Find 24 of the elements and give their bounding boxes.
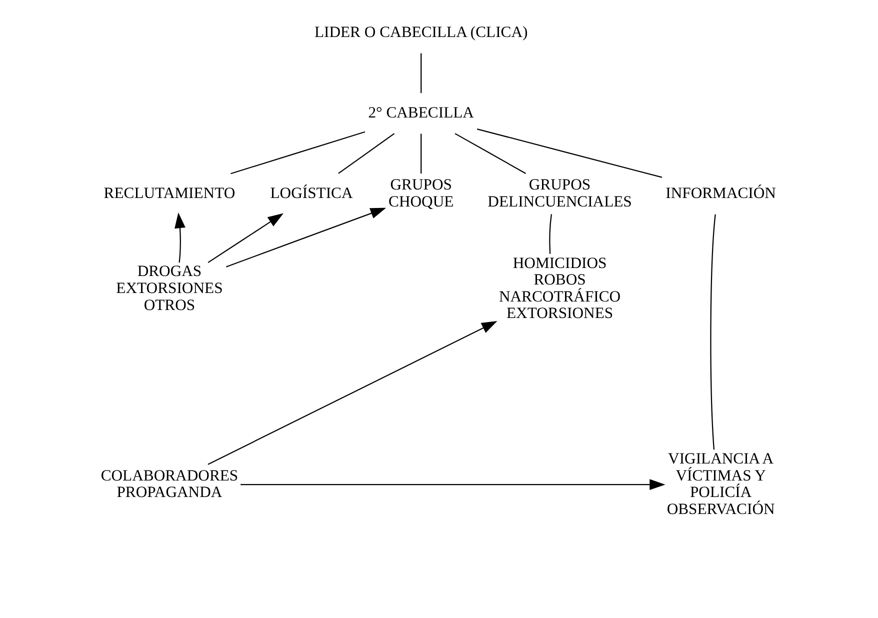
node-text: HOMICIDIOS ROBOS NARCOTRÁFICO EXTORSIONES [498, 254, 621, 322]
connector [420, 134, 422, 174]
node-text: RECLUTAMIENTO [104, 184, 236, 202]
connector [230, 131, 366, 174]
connector [338, 133, 395, 174]
connector [549, 214, 552, 254]
connector [476, 128, 662, 178]
node-text: 2° CABECILLA [368, 104, 474, 122]
node-text: GRUPOS CHOQUE [388, 176, 454, 210]
node-text: LOGÍSTICA [270, 184, 353, 202]
connector [710, 214, 716, 450]
node-text: COLABORADORES PROPAGANDA [100, 467, 238, 502]
arrow [174, 212, 186, 263]
node-text: GRUPOS DELINCUENCIALES [488, 176, 632, 210]
arrow [226, 208, 386, 268]
arrow [208, 320, 498, 465]
node-text: LIDER O CABECILLA (CLICA) [314, 24, 528, 41]
node-text: INFORMACIÓN [666, 184, 776, 202]
node-text: VIGILANCIA A VÍCTIMAS Y POLICÍA OBSERVACIÓN [666, 450, 775, 518]
connector [420, 53, 422, 94]
connector [454, 133, 526, 174]
arrow [240, 479, 666, 490]
arrow [208, 213, 284, 264]
node-text: DROGAS EXTORSIONES OTROS [116, 263, 223, 314]
